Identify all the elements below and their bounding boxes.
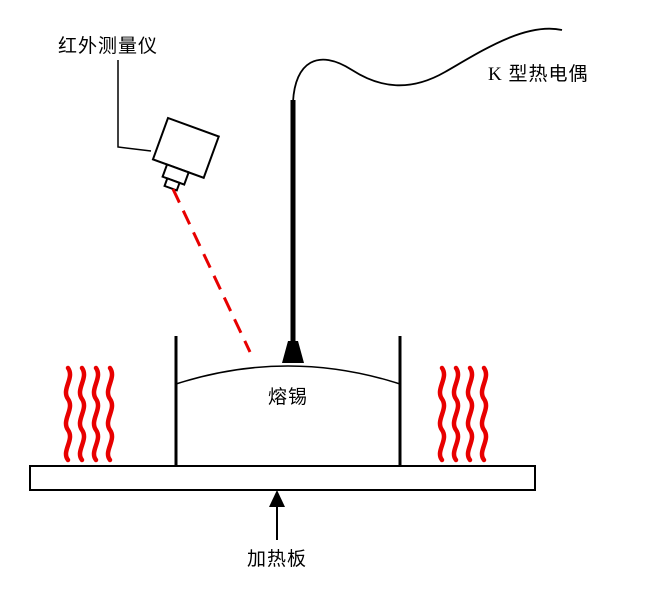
infrared-sensor-tip xyxy=(163,177,181,192)
heat-wave-line xyxy=(91,365,101,463)
heating-plate-label: 加热板 xyxy=(247,548,307,570)
solder-surface-arc xyxy=(175,365,401,385)
heat-wave-line xyxy=(451,365,461,463)
heat-wave-line xyxy=(479,365,489,463)
infrared-sensor xyxy=(151,116,221,192)
thermocouple-label: K 型热电偶 xyxy=(488,63,588,85)
laser-dashed-line xyxy=(171,188,252,353)
heat-wave-line xyxy=(63,365,73,463)
heat-waves xyxy=(63,365,489,463)
heating-plate xyxy=(29,465,536,491)
heat-waves-left xyxy=(63,365,115,463)
infrared-meter-label: 红外测量仪 xyxy=(58,35,158,57)
heat-wave-line xyxy=(465,365,475,463)
thermocouple-tip xyxy=(282,341,304,363)
thermocouple-wire xyxy=(292,27,563,103)
molten-solder-label: 熔锡 xyxy=(268,386,308,408)
infrared-sensor-body xyxy=(151,116,221,180)
black-linework xyxy=(29,27,563,540)
heat-wave-line xyxy=(105,365,115,463)
infrared-label-leader-line xyxy=(117,60,152,152)
heat-wave-line xyxy=(437,365,447,463)
heater-arrowhead xyxy=(269,490,285,507)
heat-wave-line xyxy=(77,365,87,463)
heat-waves-right xyxy=(437,365,489,463)
black-fills xyxy=(269,341,304,507)
